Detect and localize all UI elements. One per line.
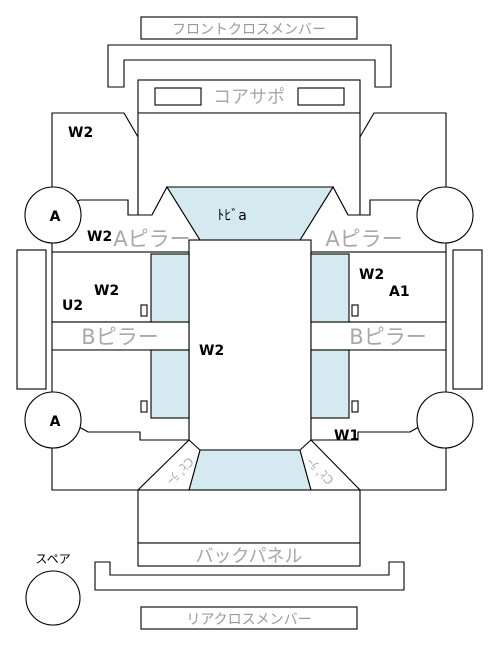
rear-left-wheel xyxy=(24,391,82,449)
right-front-handle xyxy=(351,304,359,317)
rear-cross-member-label: リアクロスメンバー xyxy=(186,612,311,628)
back-panel-label: バックパネル xyxy=(195,546,302,567)
right-a-pillar-label: Aピラー xyxy=(325,227,402,251)
left-side-sill xyxy=(16,249,47,390)
damage-code: A xyxy=(50,414,61,430)
back-panel: バックパネル xyxy=(137,542,361,567)
right-front-window xyxy=(310,253,350,323)
rear-right-wheel xyxy=(416,391,474,449)
damage-code: U2 xyxy=(62,298,83,314)
roof-panel xyxy=(188,239,312,451)
left-front-handle xyxy=(140,304,148,317)
right-rear-handle xyxy=(351,400,359,413)
right-side-sill xyxy=(452,249,483,390)
left-front-window xyxy=(150,253,190,323)
damage-code: A1 xyxy=(389,284,410,300)
damage-code: W1 xyxy=(334,428,359,444)
trunk-lid xyxy=(137,489,361,544)
rear-cross-member-box: リアクロスメンバー xyxy=(140,606,358,630)
front-cross-member-box: フロントクロスメンバー xyxy=(140,16,358,40)
front-cross-member xyxy=(107,44,392,88)
spare-wheel xyxy=(25,570,81,626)
front-left-wheel xyxy=(24,186,82,244)
roof-label: ﾄﾋﾞa xyxy=(217,208,247,224)
damage-code: W2 xyxy=(87,229,112,245)
damage-code: W2 xyxy=(68,125,93,141)
damage-code: W2 xyxy=(199,343,224,359)
left-b-pillar-area xyxy=(51,321,190,351)
left-rear-window xyxy=(150,349,190,419)
rear-cross-member xyxy=(94,561,405,591)
core-support-label: コアサポ xyxy=(213,87,285,108)
spare-label: スペア xyxy=(35,552,70,566)
damage-code: W2 xyxy=(94,283,119,299)
right-rear-window xyxy=(310,349,350,419)
rear-window xyxy=(188,449,312,491)
front-right-wheel xyxy=(416,186,474,244)
left-rear-handle xyxy=(140,400,148,413)
right-b-pillar-label: Bピラー xyxy=(349,325,426,349)
left-a-pillar-label: Aピラー xyxy=(113,227,190,251)
left-b-pillar-label: Bピラー xyxy=(81,325,158,349)
front-cross-member-label: フロントクロスメンバー xyxy=(172,22,326,38)
damage-code: A xyxy=(50,209,61,225)
core-support: コアサポ xyxy=(137,79,361,114)
damage-code: W2 xyxy=(359,267,384,283)
